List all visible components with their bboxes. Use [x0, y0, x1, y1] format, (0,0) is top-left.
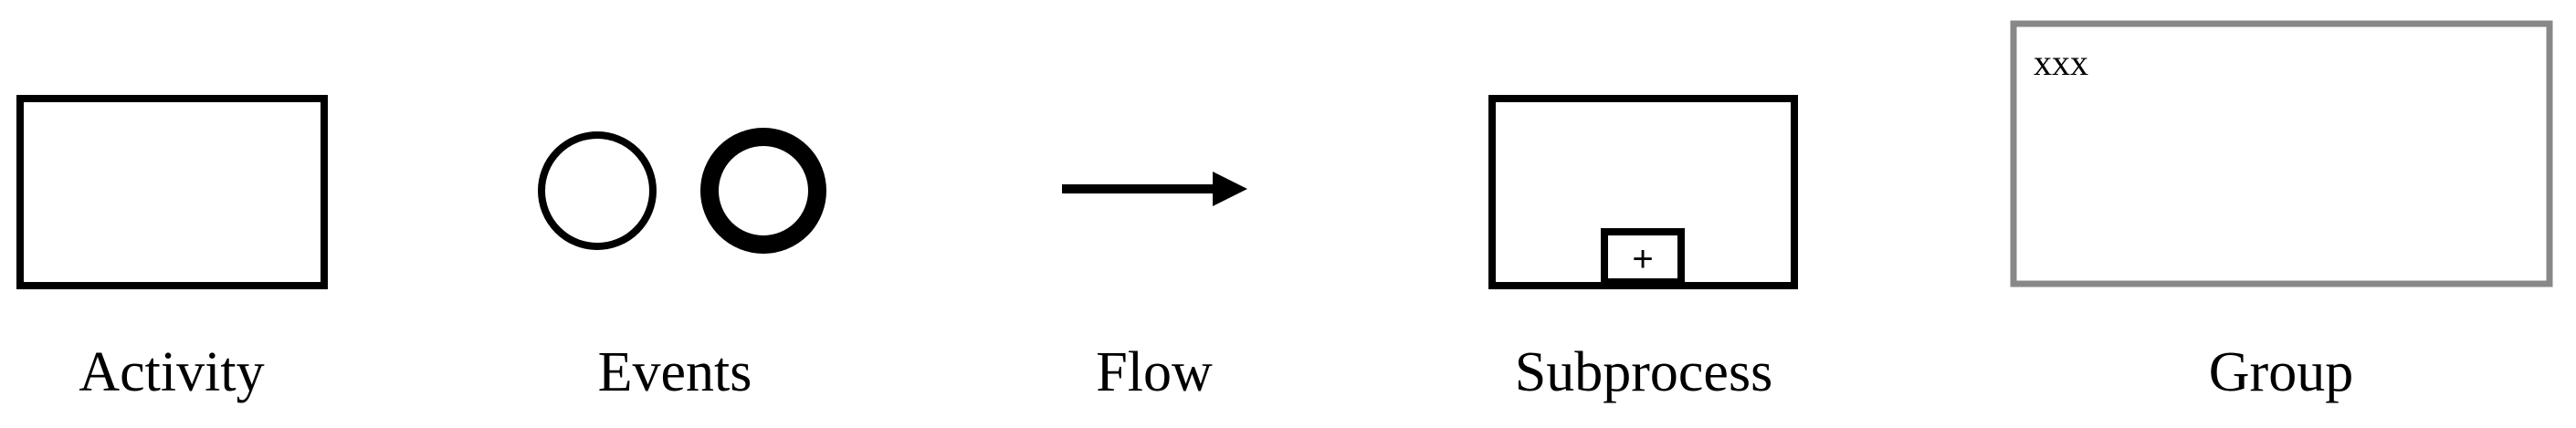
flow-caption: Flow — [1096, 341, 1213, 403]
legend-item-subprocess: + Subprocess — [1488, 95, 1798, 403]
legend-item-activity: Activity — [16, 95, 328, 403]
activity-shape — [16, 95, 328, 289]
activity-caption: Activity — [79, 341, 264, 403]
subprocess-plus-icon: + — [1632, 239, 1653, 279]
group-inner-label: xxx — [2034, 42, 2088, 83]
events-caption: Events — [598, 341, 752, 403]
subprocess-caption: Subprocess — [1515, 341, 1772, 403]
legend-item-group: xxx Group — [2010, 20, 2553, 403]
legend-item-flow: Flow — [1062, 172, 1247, 403]
flow-arrowhead — [1213, 172, 1247, 206]
group-caption: Group — [2209, 341, 2353, 403]
legend-item-events: Events — [538, 128, 826, 403]
start-event-shape — [538, 131, 657, 250]
end-event-shape — [700, 128, 826, 254]
group-shape — [2010, 20, 2553, 287]
subprocess-marker-box — [1601, 228, 1685, 286]
